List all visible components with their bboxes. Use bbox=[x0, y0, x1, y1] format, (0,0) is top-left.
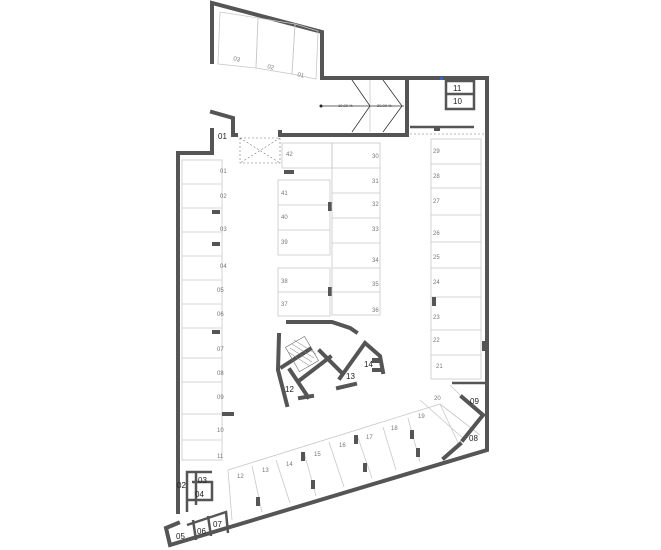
right-stall-label: 26 bbox=[433, 231, 440, 237]
left-stall-label: 05 bbox=[217, 288, 224, 294]
bottom-stalls: 12 13 14 15 16 17 18 19 20 bbox=[227, 384, 481, 521]
center-stall-label: 42 bbox=[286, 152, 293, 158]
bottom-stall-label: 14 bbox=[286, 462, 293, 468]
bottom-stall-label: 19 bbox=[418, 414, 425, 420]
ramp-slope-label: 10.00 % bbox=[338, 103, 353, 108]
bottom-stall-label: 18 bbox=[391, 426, 398, 432]
bottom-stall-label: 12 bbox=[237, 474, 244, 480]
room-08-label: 08 bbox=[469, 434, 478, 443]
bottom-stall-label: 17 bbox=[366, 435, 373, 441]
left-stall-label: 01 bbox=[220, 169, 227, 175]
left-stall-label: 09 bbox=[217, 395, 224, 401]
left-stall-label: 07 bbox=[217, 347, 224, 353]
center-stall-label: 38 bbox=[281, 279, 288, 285]
upper-wall bbox=[210, 0, 324, 80]
right-stall-label: 29 bbox=[433, 149, 440, 155]
room-14-label: 14 bbox=[364, 360, 373, 369]
bottom-stall-label: 16 bbox=[339, 443, 346, 449]
room-05-label: 05 bbox=[176, 532, 185, 541]
room-03-label: 03 bbox=[198, 476, 207, 485]
center-stall-label: 37 bbox=[281, 302, 288, 308]
center-stall-label: 39 bbox=[281, 240, 288, 246]
right-stall-label: 25 bbox=[433, 255, 440, 261]
bottom-stall-label: 20 bbox=[434, 396, 441, 402]
right-stall-label: 22 bbox=[433, 338, 440, 344]
outer-walls: 01 bbox=[163, 109, 489, 548]
room-12-label: 12 bbox=[285, 385, 294, 394]
center-stall-label: 36 bbox=[372, 308, 379, 314]
left-stall-label: 04 bbox=[220, 264, 227, 270]
center-stall-label: 35 bbox=[372, 282, 379, 288]
room-13-label: 13 bbox=[346, 372, 355, 381]
right-bottom-rooms: 09 08 bbox=[441, 381, 487, 461]
center-stall-label: 40 bbox=[281, 215, 288, 221]
ramp: 10.00 % 20.00 % bbox=[278, 76, 409, 137]
room-10-label: 10 bbox=[453, 97, 462, 106]
ramp-slope-label: 20.00 % bbox=[377, 103, 392, 108]
top-stall-label: 02 bbox=[266, 64, 275, 72]
right-stalls: 29 28 27 26 25 24 23 22 21 bbox=[430, 138, 486, 380]
top-right-rooms: 11 10 bbox=[405, 76, 489, 135]
center-stall-label: 31 bbox=[372, 179, 379, 185]
right-stall-label: 23 bbox=[433, 315, 440, 321]
left-bottom-rooms: 02 03 04 05 06 07 bbox=[176, 470, 230, 541]
left-stall-label: 11 bbox=[217, 454, 224, 460]
left-stall-label: 08 bbox=[217, 371, 224, 377]
room-09-label: 09 bbox=[470, 397, 479, 406]
right-stall-label: 27 bbox=[433, 199, 440, 205]
left-stall-label: 06 bbox=[217, 312, 224, 318]
room-04-label: 04 bbox=[195, 490, 204, 499]
right-stall-label: 24 bbox=[433, 280, 440, 286]
bottom-stall-label: 15 bbox=[314, 452, 321, 458]
room-01-label: 01 bbox=[218, 132, 227, 141]
room-07-label: 07 bbox=[213, 520, 222, 529]
center-stall-label: 34 bbox=[372, 258, 379, 264]
right-stall-label: 28 bbox=[433, 174, 440, 180]
room-06-label: 06 bbox=[197, 527, 206, 536]
center-stall-label: 41 bbox=[281, 191, 288, 197]
top-stall-label: 01 bbox=[296, 72, 305, 80]
left-stalls: 01 02 03 04 05 06 07 08 09 10 11 bbox=[181, 159, 234, 461]
left-stall-label: 10 bbox=[217, 428, 224, 434]
room-02-label: 02 bbox=[177, 481, 186, 490]
stair-core: 12 13 14 bbox=[275, 320, 386, 408]
left-stall-label: 03 bbox=[220, 227, 227, 233]
right-stall-label: 21 bbox=[436, 364, 443, 370]
upper-entry-area: 03 02 01 bbox=[210, 0, 324, 80]
bottom-stall-label: 13 bbox=[262, 468, 269, 474]
center-stall-label: 33 bbox=[372, 227, 379, 233]
top-stall-label: 03 bbox=[232, 56, 241, 64]
left-stall-label: 02 bbox=[220, 194, 227, 200]
center-stall-label: 30 bbox=[372, 154, 379, 160]
center-stalls: 42 41 40 39 38 37 30 31 32 33 34 35 36 bbox=[277, 142, 381, 317]
center-stall-label: 32 bbox=[372, 202, 379, 208]
room-11-label: 11 bbox=[453, 84, 462, 93]
